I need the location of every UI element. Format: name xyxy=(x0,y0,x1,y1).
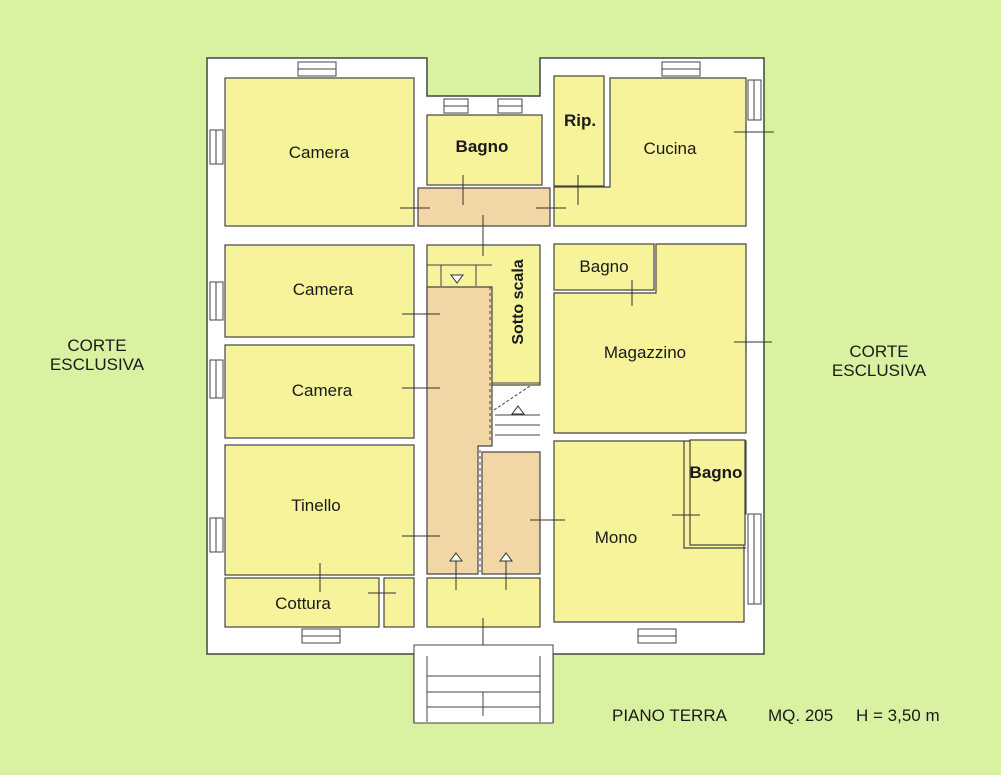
room-camera-2 xyxy=(224,244,415,338)
room-bagno-top xyxy=(426,114,543,186)
room-rip xyxy=(553,75,605,187)
court-left-line2: ESCLUSIVA xyxy=(49,355,145,374)
room-storage xyxy=(383,577,415,628)
court-left: CORTE ESCLUSIVA xyxy=(50,336,144,374)
caption-area: MQ. 205 xyxy=(768,706,834,725)
label-rip: Rip. xyxy=(563,111,597,130)
label-cucina: Cucina xyxy=(643,139,697,158)
room-camera-3 xyxy=(224,344,415,439)
court-right-line2: ESCLUSIVA xyxy=(831,361,927,380)
label-bagno-top: Bagno xyxy=(455,137,509,156)
room-cottura xyxy=(224,577,380,628)
label-bagno-small: Bagno xyxy=(689,463,743,482)
label-camera-3: Camera xyxy=(291,381,353,400)
caption-floor: PIANO TERRA xyxy=(612,706,727,725)
room-bagno-right xyxy=(553,243,655,291)
corridor-top xyxy=(417,187,551,227)
label-magazzino: Magazzino xyxy=(603,343,687,362)
label-sotto-scala: Sotto scala xyxy=(510,259,527,345)
label-mono: Mono xyxy=(594,528,638,547)
label-camera-1: Camera xyxy=(288,143,350,162)
room-cucina xyxy=(553,77,747,227)
corridor-right xyxy=(481,451,541,575)
room-tinello xyxy=(224,444,415,576)
label-camera-2: Camera xyxy=(292,280,354,299)
room-camera-1 xyxy=(224,77,415,227)
court-right-line1: CORTE xyxy=(849,342,909,361)
room-magazzino xyxy=(553,243,747,434)
court-left-line1: CORTE xyxy=(67,336,127,355)
label-tinello: Tinello xyxy=(291,496,341,515)
caption-height: H = 3,50 m xyxy=(856,706,940,725)
corridor-left xyxy=(426,286,493,575)
label-cottura: Cottura xyxy=(275,594,331,613)
room-bagno-small xyxy=(689,439,746,546)
label-bagno-right: Bagno xyxy=(579,257,629,276)
court-right: CORTE ESCLUSIVA xyxy=(832,342,926,380)
